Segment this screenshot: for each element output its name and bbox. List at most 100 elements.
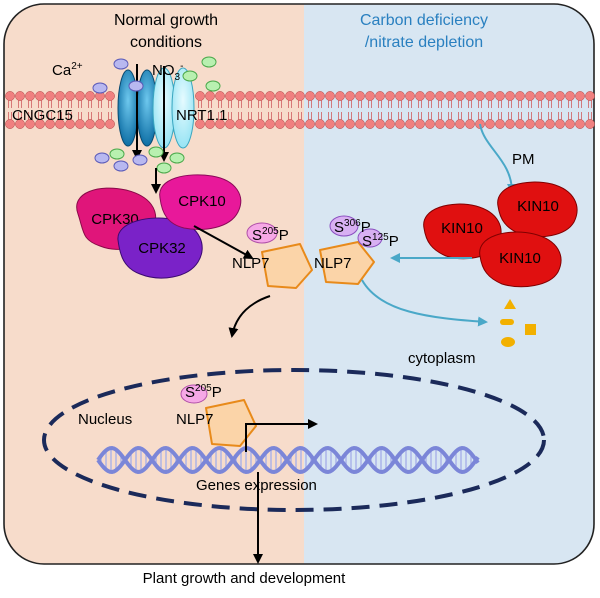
- lipid-head: [255, 91, 265, 101]
- lipid-head: [15, 119, 25, 129]
- lipid-head: [475, 91, 485, 101]
- lipid-head: [365, 91, 375, 101]
- svg-text:KIN10: KIN10: [517, 198, 559, 215]
- pm-label: PM: [512, 151, 535, 168]
- lipid-head: [525, 91, 535, 101]
- lipid-head: [55, 91, 65, 101]
- degradation-arrow: [361, 279, 488, 327]
- lipid-head: [5, 119, 15, 129]
- lipid-head: [305, 119, 315, 129]
- cell-border: [3, 3, 595, 565]
- lipid-head: [585, 119, 595, 129]
- svg-text:CPK10: CPK10: [178, 193, 226, 210]
- svg-text:S125P: S125P: [362, 232, 399, 250]
- svg-text:S205P: S205P: [252, 226, 289, 244]
- lipid-head: [455, 119, 465, 129]
- lipid-head: [375, 119, 385, 129]
- lipid-head: [105, 119, 115, 129]
- lipid-head: [65, 119, 75, 129]
- svg-text:NLP7: NLP7: [314, 255, 352, 272]
- lipid-head: [545, 91, 555, 101]
- cytoplasm-label: cytoplasm: [408, 350, 476, 367]
- lipid-head: [215, 119, 225, 129]
- lipid-head: [555, 119, 565, 129]
- nlp7-to-nucleus-arrow: [228, 295, 271, 338]
- genes-expression-label: Genes expression: [196, 477, 317, 494]
- svg-text:CPK30: CPK30: [91, 211, 139, 228]
- lipid-head: [415, 91, 425, 101]
- lipid-head: [345, 91, 355, 101]
- kin10-icon-top: KIN10: [497, 181, 578, 238]
- dna-strand-b: [96, 445, 480, 475]
- lipid-head: [535, 119, 545, 129]
- svg-text:S306P: S306P: [334, 218, 371, 236]
- lipid-head: [15, 91, 25, 101]
- lipid-head: [75, 119, 85, 129]
- lipid-head: [285, 91, 295, 101]
- lipid-head: [65, 91, 75, 101]
- nrt1-label: NRT1.1: [176, 107, 227, 124]
- lipid-head: [445, 119, 455, 129]
- pm-to-kin10-arrow: [479, 123, 517, 194]
- lipid-head: [205, 119, 215, 129]
- transcription-arrow: [245, 419, 318, 452]
- lipid-head: [305, 91, 315, 101]
- lipid-head: [25, 91, 35, 101]
- left-title-line1: Normal growth: [114, 12, 218, 29]
- lipid-head: [85, 91, 95, 101]
- lipid-head: [275, 119, 285, 129]
- lipid-head: [565, 119, 575, 129]
- nrt1-channel-icon: [152, 66, 195, 162]
- nucleus-label: Nucleus: [78, 411, 132, 428]
- lipid-head: [225, 119, 235, 129]
- ion-particles: [92, 56, 221, 174]
- nlp7-right-protein: S306P S125P NLP7: [314, 215, 399, 285]
- left-title-line2: conditions: [130, 34, 202, 51]
- svg-text:S205P: S205P: [185, 383, 222, 401]
- lipid-head: [535, 91, 545, 101]
- svg-text:NLP7: NLP7: [232, 255, 270, 272]
- lipid-head: [515, 119, 525, 129]
- lipid-head: [575, 119, 585, 129]
- lipid-head: [85, 119, 95, 129]
- lipid-head: [525, 119, 535, 129]
- lipid-head: [385, 119, 395, 129]
- lipid-head: [335, 119, 345, 129]
- lipid-head: [45, 91, 55, 101]
- lipid-head: [5, 91, 15, 101]
- lipid-head: [405, 119, 415, 129]
- dna-helix-icon: [96, 445, 480, 475]
- lipid-head: [335, 91, 345, 101]
- lipid-head: [95, 119, 105, 129]
- lipid-head: [345, 119, 355, 129]
- lipid-head: [515, 91, 525, 101]
- lipid-head: [465, 119, 475, 129]
- lipid-head: [435, 119, 445, 129]
- lipid-head: [415, 119, 425, 129]
- right-title-line1: Carbon deficiency: [360, 12, 488, 29]
- lipid-head: [55, 119, 65, 129]
- lipid-head: [425, 91, 435, 101]
- cpk32-icon: CPK32: [117, 217, 203, 279]
- lipid-head: [585, 91, 595, 101]
- lipid-head: [325, 91, 335, 101]
- lipid-head: [235, 119, 245, 129]
- lipid-head: [385, 91, 395, 101]
- nlp7-left-protein: S205P NLP7: [232, 222, 313, 289]
- lipid-head: [195, 119, 205, 129]
- lipid-head: [45, 119, 55, 129]
- cpk10-icon: CPK10: [159, 174, 242, 230]
- kin10-icon-bottom: KIN10: [479, 231, 562, 288]
- svg-text:CPK32: CPK32: [138, 240, 186, 257]
- nlp7-nucleus-protein: S205P NLP7: [176, 383, 257, 447]
- lipid-head: [425, 119, 435, 129]
- lipid-head: [105, 91, 115, 101]
- lipid-head: [35, 119, 45, 129]
- s306-site: [329, 215, 359, 237]
- lipid-head: [195, 91, 205, 101]
- outcome-label: Plant growth and development: [143, 570, 346, 587]
- lipid-head: [365, 119, 375, 129]
- lipid-head: [215, 91, 225, 101]
- lipid-head: [465, 91, 475, 101]
